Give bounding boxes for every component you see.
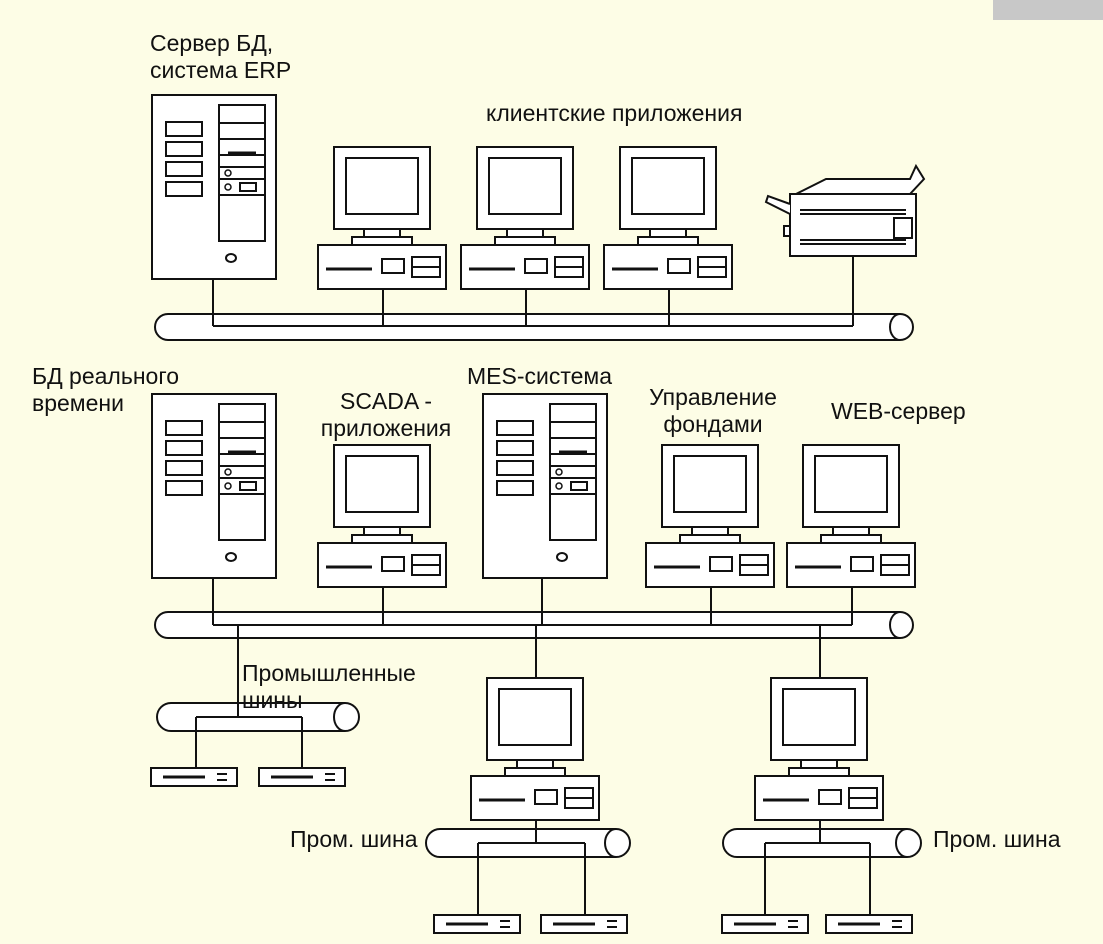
- asset-mgmt-label-line2: фондами: [663, 411, 763, 437]
- fieldbus-right-label: Пром. шина: [933, 826, 1061, 852]
- mes-server-tower: [482, 393, 608, 579]
- erp-server-label: Сервер БД, система ERP: [150, 30, 291, 84]
- scada-workstation: [317, 444, 447, 588]
- operator-workstation-right: [754, 677, 884, 821]
- mes-label: MES-система: [467, 363, 613, 389]
- erp-server-tower: [151, 94, 277, 280]
- industrial-buses-label: Промышленные шины: [242, 660, 416, 714]
- web-server-workstation: [786, 444, 916, 588]
- client-apps-label: клиентские приложения: [486, 100, 743, 126]
- realtime-db-server-tower: [151, 393, 277, 579]
- field-device-4: [540, 914, 628, 934]
- realtime-db-label-line1: БД реального: [32, 363, 180, 389]
- client-workstation-2: [460, 146, 590, 290]
- client-workstation-3: [603, 146, 733, 290]
- field-device-3: [433, 914, 521, 934]
- client-workstation-1: [317, 146, 447, 290]
- corner-tab: [993, 0, 1103, 20]
- field-device-5: [721, 914, 809, 934]
- realtime-db-label-line2: времени: [32, 390, 124, 416]
- erp-server-label-line2: система ERP: [150, 57, 292, 83]
- asset-mgmt-label: Управление фондами: [649, 384, 777, 438]
- scada-label-line1: SCADA -: [339, 388, 433, 414]
- field-device-2: [258, 767, 346, 787]
- scada-label: SCADA - приложения: [321, 388, 452, 442]
- printer-icon: [764, 163, 926, 257]
- operator-workstation-left: [470, 677, 600, 821]
- field-device-6: [825, 914, 913, 934]
- erp-server-label-line1: Сервер БД,: [150, 30, 274, 56]
- asset-mgmt-workstation: [645, 444, 775, 588]
- realtime-db-label: БД реального времени: [32, 363, 179, 417]
- web-server-label: WEB-сервер: [831, 398, 966, 424]
- connection-lines: [195, 256, 871, 915]
- asset-mgmt-label-line1: Управление: [649, 384, 777, 410]
- scada-label-line2: приложения: [320, 415, 452, 441]
- field-device-1: [150, 767, 238, 787]
- industrial-buses-label-line2: шины: [242, 687, 303, 713]
- industrial-buses-label-line1: Промышленные: [242, 660, 416, 686]
- fieldbus-left-label: Пром. шина: [290, 826, 418, 852]
